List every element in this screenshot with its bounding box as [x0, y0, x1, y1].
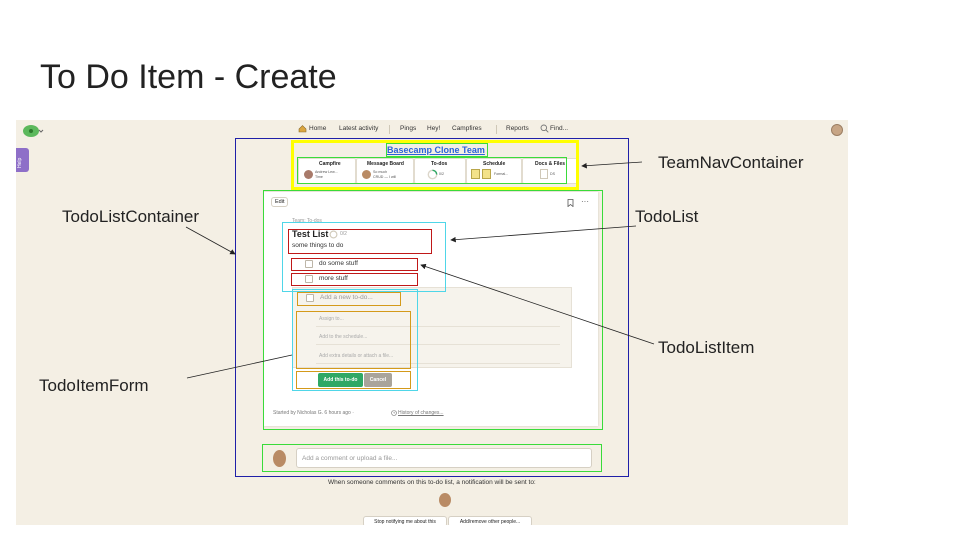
assign-field[interactable]: Assign to... [319, 316, 344, 322]
home-icon[interactable] [298, 124, 307, 133]
nav-hey[interactable]: Hey! [427, 125, 441, 132]
tool-title: Message Board [367, 161, 404, 167]
tool-sub: 0/2 [439, 172, 444, 176]
document-icon [540, 169, 548, 179]
nav-home[interactable]: Home [309, 125, 327, 132]
tool-sub: DS [550, 172, 555, 176]
nav-separator [389, 125, 390, 134]
help-tab[interactable] [16, 148, 29, 172]
tool-sub: Andrew Lew... [315, 170, 338, 174]
help-label: Help [17, 157, 23, 168]
add-todo-button[interactable]: Add this to-do [318, 373, 363, 387]
tool-campfire[interactable]: Campfire Andrew Lew... Time [298, 158, 356, 184]
user-avatar[interactable] [831, 124, 843, 136]
tool-title: Schedule [483, 161, 506, 167]
bookmark-icon[interactable] [567, 199, 574, 207]
slide-title: To Do Item - Create [40, 58, 337, 96]
label-todo-list: TodoList [635, 207, 699, 226]
tool-message-board[interactable]: Message Board So much CRUD — I will [356, 158, 414, 184]
message-avatar-icon [362, 170, 371, 179]
todo-item-text[interactable]: do some stuff [319, 260, 358, 267]
calendar-icon [471, 169, 480, 179]
breadcrumb[interactable]: Team: To-dos [292, 218, 322, 224]
add-remove-people-button[interactable]: Add/remove other people... [448, 516, 532, 525]
stop-notifying-button[interactable]: Stop notifying me about this [363, 516, 447, 525]
tool-title: Docs & Files [535, 161, 566, 167]
tool-title: Campfire [319, 161, 341, 167]
tool-sub: CRUD — I will [373, 175, 396, 179]
tool-todos[interactable]: To-dos 0/2 [414, 158, 466, 184]
commenter-avatar [273, 450, 286, 467]
nav-pings[interactable]: Pings [400, 125, 417, 132]
edit-button[interactable]: Edit [271, 197, 289, 207]
tool-docs-files[interactable]: Docs & Files DS [522, 158, 578, 184]
schedule-field[interactable]: Add to the schedule... [319, 334, 368, 340]
clock-icon [391, 410, 397, 416]
todo-item-text[interactable]: more stuff [319, 275, 348, 282]
comment-box[interactable] [296, 448, 592, 468]
todo-checkbox[interactable] [305, 260, 313, 268]
divider [316, 326, 560, 327]
label-todo-list-container: TodoListContainer [62, 207, 200, 226]
progress-ring-icon [329, 230, 338, 239]
history-link[interactable]: History of changes... [398, 410, 444, 416]
nav-reports[interactable]: Reports [506, 125, 529, 132]
tool-schedule[interactable]: Schedule Formal... [466, 158, 522, 184]
started-by-note: Started by Nicholas G. 6 hours ago · [273, 410, 354, 416]
details-field[interactable]: Add extra details or attach a file... [319, 353, 394, 359]
label-team-nav-container: TeamNavContainer [658, 153, 804, 172]
label-todo-list-item: TodoListItem [658, 338, 755, 357]
todo-checkbox[interactable] [305, 275, 313, 283]
todo-checkbox [306, 294, 314, 302]
divider [316, 363, 560, 364]
basecamp-logo-icon[interactable] [22, 123, 44, 137]
tool-sub: Formal... [494, 172, 509, 176]
app-screenshot: Home Latest activity Pings Hey! Campfire… [16, 120, 848, 525]
progress-ring-icon [427, 169, 438, 180]
tool-title: To-dos [431, 161, 448, 167]
divider [316, 344, 560, 345]
tool-sub: So much [373, 170, 388, 174]
notify-text: When someone comments on this to-do list… [328, 479, 536, 486]
list-description: some things to do [292, 242, 344, 249]
nav-find[interactable]: Find... [550, 125, 569, 132]
calendar-icon [482, 169, 491, 179]
cancel-button[interactable]: Cancel [364, 373, 392, 387]
search-icon[interactable] [540, 124, 549, 133]
new-todo-input[interactable]: Add a new to-do... [320, 294, 373, 301]
team-title[interactable]: Basecamp Clone Team [387, 145, 485, 155]
nav-separator [496, 125, 497, 134]
list-title[interactable]: Test List [292, 229, 329, 239]
tool-sub: Time [315, 175, 323, 179]
comment-input[interactable]: Add a comment or upload a file... [302, 455, 398, 462]
nav-latest-activity[interactable]: Latest activity [339, 125, 379, 132]
subscriber-avatar [439, 493, 451, 507]
nav-campfires[interactable]: Campfires [452, 125, 482, 132]
label-todo-item-form: TodoItemForm [39, 376, 149, 395]
campfire-avatar-icon [304, 170, 313, 179]
list-progress: 0/2 [340, 231, 347, 237]
ellipsis-icon[interactable]: ··· [581, 197, 589, 206]
